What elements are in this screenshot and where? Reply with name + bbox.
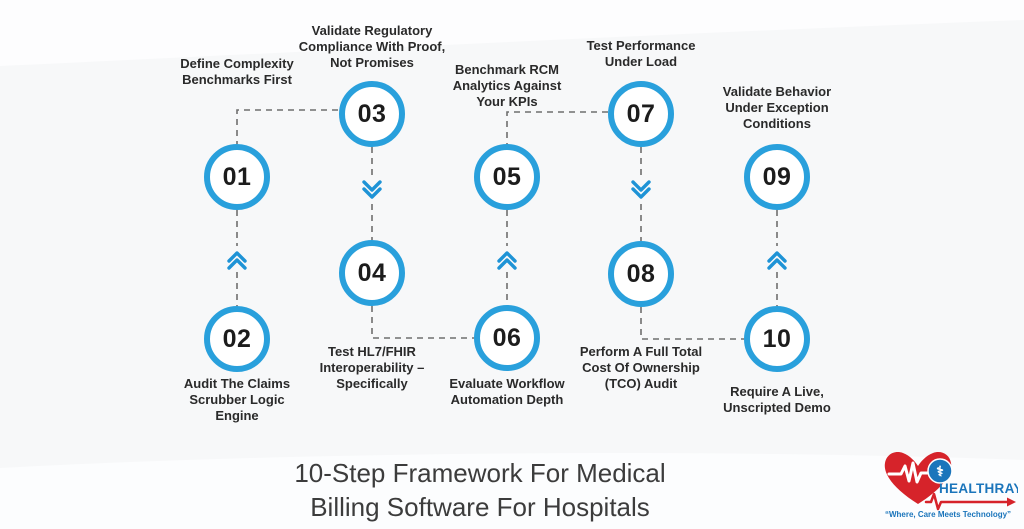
step-circle-01: 01: [204, 144, 270, 210]
step-label-08: Perform A Full Total Cost Of Ownership (…: [579, 344, 703, 391]
step-circle-05: 05: [474, 144, 540, 210]
step-number: 04: [357, 258, 387, 287]
step-number: 09: [762, 162, 792, 191]
chevron-down-icon: [631, 180, 651, 199]
step-number: 10: [762, 324, 792, 353]
connector-05-07: [506, 111, 608, 144]
logo-tagline: “Where, Care Meets Technology”: [885, 510, 1011, 519]
chevron-up-icon: [227, 251, 247, 270]
step-circle-06: 06: [474, 305, 540, 371]
step-circle-03: 03: [339, 81, 405, 147]
step-number: 06: [492, 323, 522, 352]
connector-01-03: [236, 109, 338, 144]
step-label-01: Define Complexity Benchmarks First: [180, 56, 294, 87]
arrow-icon: [1007, 497, 1016, 507]
chevron-up-icon: [497, 251, 517, 270]
page-title: 10-Step Framework For Medical Billing So…: [294, 458, 666, 522]
logo-name: HEALTHRAY: [939, 481, 1018, 496]
healthray-logo: ⚕ HEALTHRAY “Where, Care Meets Technolog…: [884, 452, 1018, 519]
step-number: 02: [222, 324, 252, 353]
caduceus-icon: ⚕: [936, 463, 944, 479]
step-label-05: Benchmark RCM Analytics Against Your KPI…: [452, 62, 562, 109]
step-circle-09: 09: [744, 144, 810, 210]
step-number: 03: [357, 99, 387, 128]
connector-08-10: [640, 307, 744, 340]
step-circle-02: 02: [204, 306, 270, 372]
step-label-09: Validate Behavior Under Exception Condit…: [722, 84, 832, 131]
step-number: 08: [626, 259, 656, 288]
step-number: 05: [492, 162, 522, 191]
step-label-02: Audit The Claims Scrubber Logic Engine: [183, 376, 291, 423]
top-wave-shape: [0, 0, 1024, 66]
step-number: 07: [626, 99, 656, 128]
bottom-wave-shape: [0, 453, 1024, 529]
step-circle-04: 04: [339, 240, 405, 306]
step-label-07: Test Performance Under Load: [586, 38, 696, 69]
caduceus-badge: [927, 458, 953, 484]
step-circle-10: 10: [744, 306, 810, 372]
step-circle-08: 08: [608, 241, 674, 307]
step-label-10: Require A Live, Unscripted Demo: [723, 384, 831, 415]
step-label-03: Validate Regulatory Compliance With Proo…: [298, 23, 446, 70]
ekg-underline: [924, 492, 1010, 511]
chevron-down-icon: [362, 180, 382, 199]
chevron-up-icon: [767, 251, 787, 270]
step-circle-07: 07: [608, 81, 674, 147]
step-label-06: Evaluate Workflow Automation Depth: [449, 376, 565, 407]
ekg-line: [887, 461, 933, 484]
step-number: 01: [222, 162, 252, 191]
connector-04-06: [371, 306, 474, 339]
step-label-04: Test HL7/FHIR Interoperability – Specifi…: [319, 344, 425, 391]
